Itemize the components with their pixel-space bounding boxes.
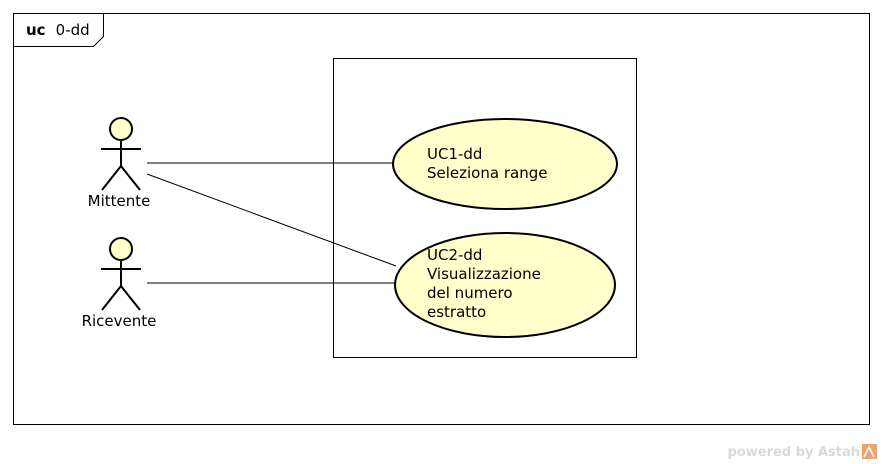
- usecase-ellipse: [394, 232, 616, 338]
- usecase-label-line: UC1-dd: [427, 145, 482, 163]
- frame-keyword: uc: [26, 21, 46, 39]
- usecase-label-line: Visualizzazione: [427, 265, 541, 283]
- frame-name: 0-dd: [56, 21, 90, 39]
- actor-figure-icon: [101, 237, 141, 311]
- usecase-uc2[interactable]: UC2-dd Visualizzazione del numero estrat…: [394, 232, 616, 338]
- actor-ricevente[interactable]: Ricevente: [82, 237, 157, 330]
- watermark-text: powered by Astah: [728, 445, 860, 460]
- actor-label: Mittente: [88, 192, 151, 210]
- frame-title: uc 0-dd: [26, 20, 90, 39]
- usecase-label-line: Seleziona range: [427, 164, 547, 182]
- usecase-uc1[interactable]: UC1-dd Seleziona range: [392, 118, 618, 210]
- frame-tab: [13, 13, 104, 47]
- actor-figure-icon: [101, 117, 141, 191]
- diagram-frame: [13, 13, 870, 425]
- associations: [146, 162, 397, 284]
- system-boundary: [333, 58, 637, 358]
- actor-mittente[interactable]: Mittente: [88, 117, 151, 210]
- actor-label: Ricevente: [82, 312, 157, 330]
- usecase-label-line: del numero: [427, 284, 513, 302]
- usecase-label-line: estratto: [427, 303, 486, 321]
- usecase-label-line: UC2-dd: [427, 246, 482, 264]
- usecase-ellipse: [392, 118, 618, 210]
- astah-logo-icon: [862, 444, 877, 459]
- association-mittente-uc2[interactable]: [146, 173, 397, 267]
- watermark: powered by Astah: [728, 444, 877, 460]
